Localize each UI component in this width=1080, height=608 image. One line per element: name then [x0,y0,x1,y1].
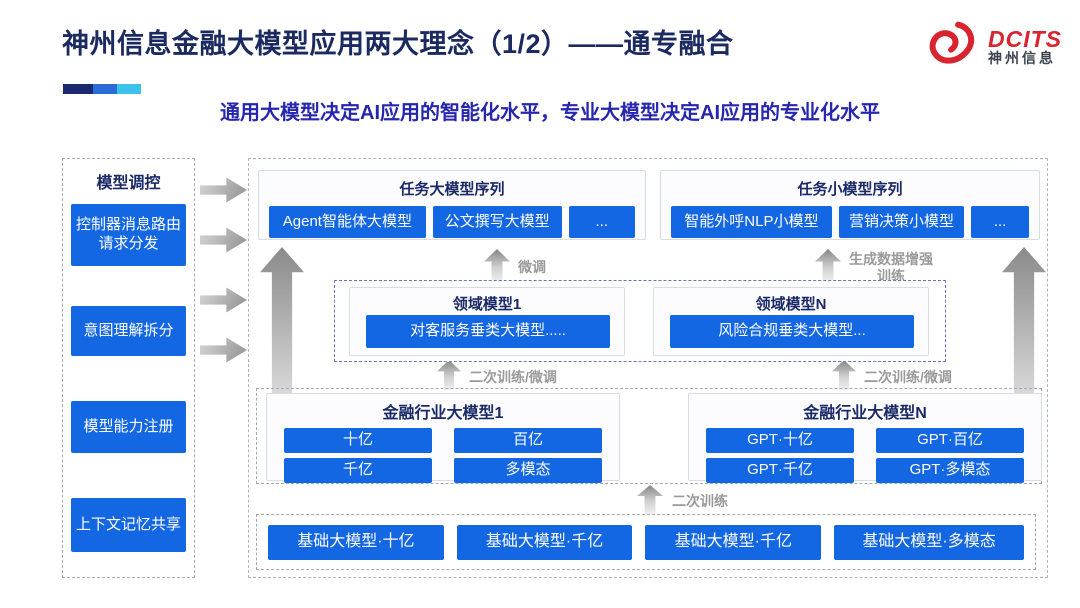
model-control-panel: 模型调控 控制器消息路由请求分发 意图理解拆分 模型能力注册 上下文记忆共享 [62,158,195,578]
chip-base-multimodal: 基础大模型·多模态 [834,524,1024,560]
chip-gpt-10b: GPT·百亿 [876,428,1024,453]
logo-company-text: 神州信息 [988,50,1056,67]
task-large-title: 任务大模型序列 [399,181,505,198]
task-small-title: 任务小模型序列 [797,181,903,198]
chip-gpt-1b: GPT·十亿 [706,428,854,453]
sidebar-item-register: 模型能力注册 [71,401,186,453]
chip-outbound-nlp-model: 智能外呼NLP小模型 [671,206,832,238]
domain-model-1-title: 领域模型1 [452,296,522,313]
industry-model-1-title: 金融行业大模型1 [382,405,504,422]
chip-marketing-model: 营销决策小模型 [838,206,965,238]
retrain-finetune-left-label: 二次训练/微调 [469,369,557,385]
task-small-model-panel: 任务小模型序列 智能外呼NLP小模型 营销决策小模型 ... [660,170,1040,240]
domain-model-n-panel: 领域模型N 风险合规垂类大模型... [653,287,929,356]
chip-gpt-multimodal: GPT·多模态 [876,458,1024,483]
chip-1b: 十亿 [284,428,432,453]
title-accent-bar [63,84,141,94]
chip-doc-writing-model: 公文撰写大模型 [432,206,562,238]
chip-gpt-100b: GPT·千亿 [706,458,854,483]
model-control-title: 模型调控 [96,175,161,192]
chip-customer-service-model: 对客服务垂类大模型..... [366,315,610,348]
accent-segment-cyan [117,84,141,94]
retrain-finetune-right-label: 二次训练/微调 [864,369,952,385]
accent-segment-blue [93,84,117,94]
domain-model-n-title: 领域模型N [755,296,827,313]
industry-models-frame: 金融行业大模型1 十亿 百亿 千亿 多模态 金融行业大模型N GPT·十亿 GP… [256,388,1042,484]
retrain-label: 二次训练 [672,493,728,509]
chip-task-small-more: ... [971,206,1030,238]
right-arrow-icon [200,227,247,253]
sidebar-item-intent: 意图理解拆分 [71,306,186,356]
main-architecture-frame [248,158,1048,578]
gen-aug-label: 生成数据增强训练 [849,251,933,284]
domain-model-1-panel: 领域模型1 对客服务垂类大模型..... [349,287,625,356]
accent-segment-navy [63,84,93,94]
slide-subtitle: 通用大模型决定AI应用的智能化水平，专业大模型决定AI应用的专业化水平 [220,102,880,124]
chip-task-large-more: ... [568,206,635,238]
sidebar-item-context: 上下文记忆共享 [71,498,186,552]
industry-model-n-panel: 金融行业大模型N GPT·十亿 GPT·百亿 GPT·千亿 GPT·多模态 [688,393,1042,483]
industry-model-n-title: 金融行业大模型N [803,405,927,422]
base-models-frame: 基础大模型·十亿 基础大模型·千亿 基础大模型·千亿 基础大模型·多模态 [256,514,1036,570]
chip-100b: 千亿 [284,458,432,483]
finetune-label: 微调 [518,259,546,275]
chip-risk-compliance-model: 风险合规垂类大模型... [670,315,914,348]
dcits-swirl-icon [924,20,982,73]
right-arrow-icon [200,177,247,203]
sidebar-item-router: 控制器消息路由请求分发 [71,204,186,266]
chip-10b: 百亿 [454,428,602,453]
right-arrow-icon [200,287,247,313]
chip-base-1b: 基础大模型·十亿 [268,524,444,560]
chip-multimodal: 多模态 [454,458,602,483]
chip-base-100b-b: 基础大模型·千亿 [645,524,822,560]
industry-model-1-panel: 金融行业大模型1 十亿 百亿 千亿 多模态 [266,393,620,483]
dcits-logo: DCITS 神州信息 [924,20,1062,73]
domain-models-frame: 领域模型1 对客服务垂类大模型..... 领域模型N 风险合规垂类大模型... [334,280,946,362]
chip-base-100b-a: 基础大模型·千亿 [456,524,633,560]
task-large-model-panel: 任务大模型序列 Agent智能体大模型 公文撰写大模型 ... [258,170,646,240]
page-title: 神州信息金融大模型应用两大理念（1/2）——通专融合 [62,29,734,59]
logo-brand-text: DCITS [988,26,1062,53]
chip-agent-model: Agent智能体大模型 [269,206,426,238]
right-arrow-icon [200,337,247,363]
